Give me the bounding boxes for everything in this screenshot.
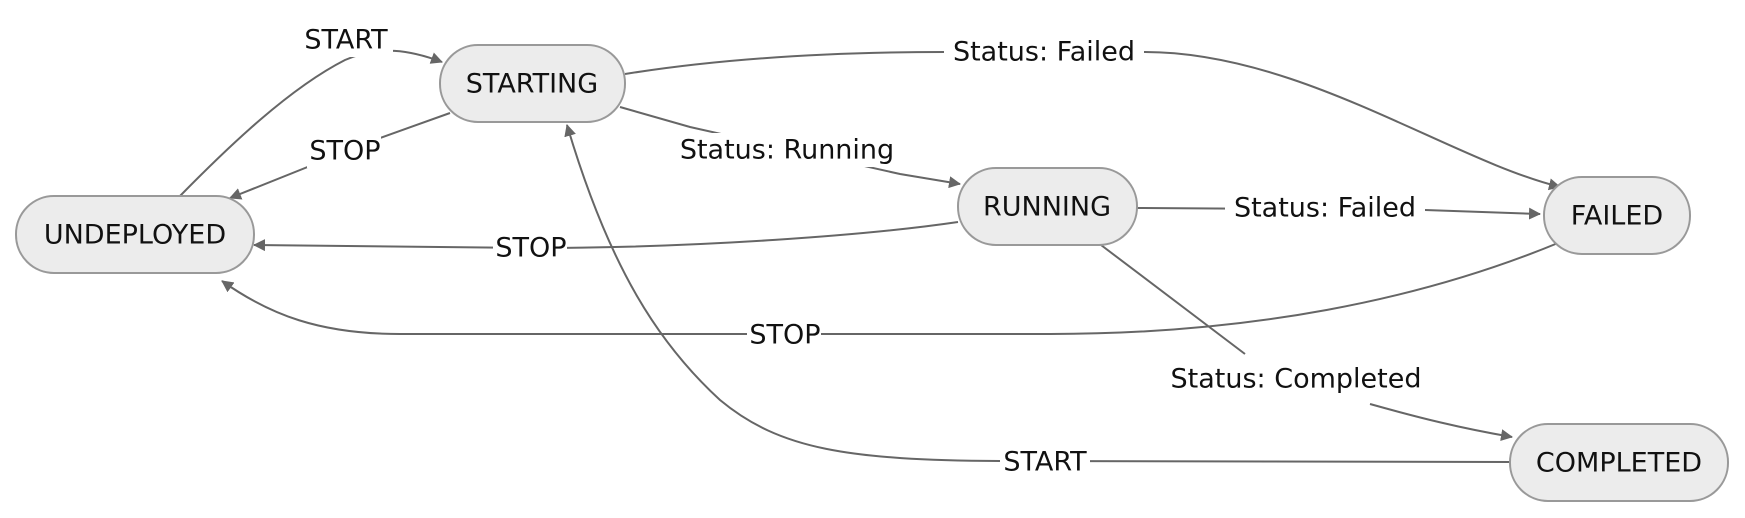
svg-text:UNDEPLOYED: UNDEPLOYED (44, 220, 226, 251)
svg-text:RUNNING: RUNNING (983, 192, 1111, 223)
node-completed[interactable]: COMPLETED (1509, 423, 1729, 502)
svg-text:Status: Running: Status: Running (680, 135, 894, 166)
edge-label-failed-top: Status: Failed (944, 35, 1144, 69)
node-running[interactable]: RUNNING (957, 167, 1138, 246)
svg-text:STOP: STOP (309, 136, 380, 167)
edge-label-completed: Status: Completed (1160, 360, 1432, 398)
edge-label-start-bottom: START (1000, 445, 1090, 479)
node-starting[interactable]: STARTING (439, 44, 626, 123)
node-failed[interactable]: FAILED (1543, 176, 1691, 255)
svg-text:COMPLETED: COMPLETED (1536, 448, 1702, 479)
edge-label-stop-failed: STOP (747, 318, 821, 352)
edge-running-to-completed (1100, 244, 1512, 437)
edge-completed-to-starting (564, 124, 1513, 463)
edge-running-to-undeployed (253, 221, 959, 252)
edge-label-stop-starting: STOP (307, 134, 381, 168)
svg-text:FAILED: FAILED (1571, 201, 1663, 232)
edge-starting-to-failed (624, 51, 1561, 191)
edge-failed-to-undeployed (221, 242, 1559, 335)
edge-undeployed-to-starting (179, 49, 443, 197)
svg-text:STOP: STOP (495, 233, 566, 264)
svg-text:STARTING: STARTING (466, 69, 598, 100)
svg-text:START: START (304, 25, 388, 56)
svg-text:Status: Completed: Status: Completed (1171, 364, 1422, 395)
edge-label-failed-mid: Status: Failed (1225, 191, 1425, 225)
node-undeployed[interactable]: UNDEPLOYED (15, 195, 255, 274)
svg-text:Status: Failed: Status: Failed (953, 37, 1135, 68)
edge-label-start-top: START (299, 23, 393, 57)
edge-label-stop-running: STOP (493, 231, 567, 265)
edge-label-running: Status: Running (673, 133, 901, 167)
svg-text:START: START (1003, 447, 1087, 478)
svg-text:Status: Failed: Status: Failed (1234, 193, 1416, 224)
svg-text:STOP: STOP (749, 320, 820, 351)
